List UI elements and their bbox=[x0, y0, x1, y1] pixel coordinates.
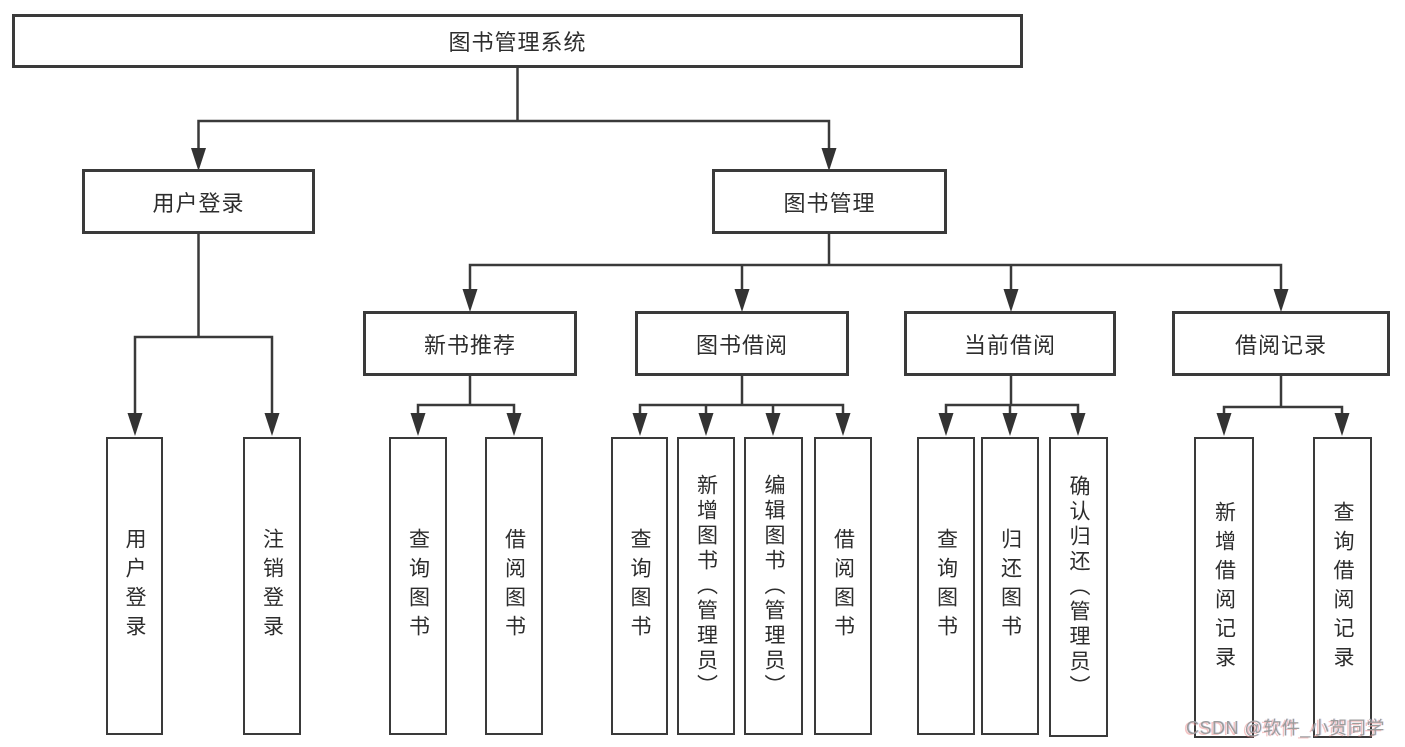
leaf-rec-borrow-books: 借阅图书 bbox=[485, 437, 543, 735]
leaf-rec-query-books-label: 查询图书 bbox=[406, 528, 430, 644]
leaf-br-query-record-label: 查询借阅记录 bbox=[1331, 500, 1354, 675]
leaf-bb-add-books-admin-label: 新增图书（管理员） bbox=[694, 473, 718, 699]
leaf-logout: 注销登录 bbox=[243, 437, 301, 735]
connector-newrec-to-leaves bbox=[416, 373, 516, 424]
leaf-rec-query-books: 查询图书 bbox=[389, 437, 447, 735]
node-system: 图书管理系统 bbox=[12, 14, 1023, 68]
node-book-management-label: 图书管理 bbox=[783, 190, 876, 216]
leaf-br-query-record: 查询借阅记录 bbox=[1313, 437, 1372, 738]
node-current-borrow: 当前借阅 bbox=[904, 311, 1116, 376]
leaf-cb-confirm-return-admin-label: 确认归还（管理员） bbox=[1067, 474, 1090, 700]
leaf-br-add-record: 新增借阅记录 bbox=[1194, 437, 1254, 738]
node-system-label: 图书管理系统 bbox=[448, 30, 587, 55]
leaf-cb-query-books: 查询图书 bbox=[917, 437, 975, 735]
leaf-bb-query-books: 查询图书 bbox=[611, 437, 668, 735]
connector-records-to-leaves bbox=[1222, 373, 1344, 424]
leaf-cb-query-books-label: 查询图书 bbox=[934, 528, 958, 644]
leaf-bb-borrow-books: 借阅图书 bbox=[814, 437, 872, 735]
node-new-book-recommend: 新书推荐 bbox=[363, 311, 577, 376]
leaf-rec-borrow-books-label: 借阅图书 bbox=[502, 528, 526, 644]
connector-root-to-level2 bbox=[197, 66, 831, 160]
arrowheads bbox=[127, 148, 1350, 436]
leaf-bb-edit-books-admin-label: 编辑图书（管理员） bbox=[762, 473, 785, 699]
leaf-user-login: 用户登录 bbox=[106, 437, 163, 735]
node-new-book-recommend-label: 新书推荐 bbox=[423, 332, 516, 358]
node-book-borrow: 图书借阅 bbox=[635, 311, 849, 376]
leaf-cb-return-books: 归还图书 bbox=[981, 437, 1039, 735]
leaf-user-login-label: 用户登录 bbox=[123, 528, 146, 644]
leaf-logout-label: 注销登录 bbox=[260, 528, 284, 644]
node-borrow-records-label: 借阅记录 bbox=[1234, 332, 1327, 358]
connector-bookmgmt-to-level3 bbox=[468, 231, 1283, 300]
leaf-bb-edit-books-admin: 编辑图书（管理员） bbox=[744, 437, 803, 735]
leaf-cb-confirm-return-admin: 确认归还（管理员） bbox=[1049, 437, 1108, 737]
node-user-login-label: 用户登录 bbox=[152, 190, 245, 216]
node-book-borrow-label: 图书借阅 bbox=[695, 332, 788, 358]
node-book-management: 图书管理 bbox=[712, 169, 947, 234]
leaf-bb-add-books-admin: 新增图书（管理员） bbox=[677, 437, 735, 735]
leaf-bb-borrow-books-label: 借阅图书 bbox=[831, 528, 855, 644]
node-current-borrow-label: 当前借阅 bbox=[963, 332, 1056, 358]
leaf-cb-return-books-label: 归还图书 bbox=[998, 528, 1022, 644]
node-borrow-records: 借阅记录 bbox=[1172, 311, 1390, 376]
leaf-bb-query-books-label: 查询图书 bbox=[628, 528, 651, 644]
connector-userlogin-to-leaves bbox=[133, 233, 274, 424]
leaf-br-add-record-label: 新增借阅记录 bbox=[1212, 500, 1236, 675]
node-user-login: 用户登录 bbox=[82, 169, 315, 234]
connector-borrow-to-leaves bbox=[638, 373, 845, 424]
csdn-watermark: CSDN @软件_小贺同学 bbox=[1186, 718, 1385, 738]
